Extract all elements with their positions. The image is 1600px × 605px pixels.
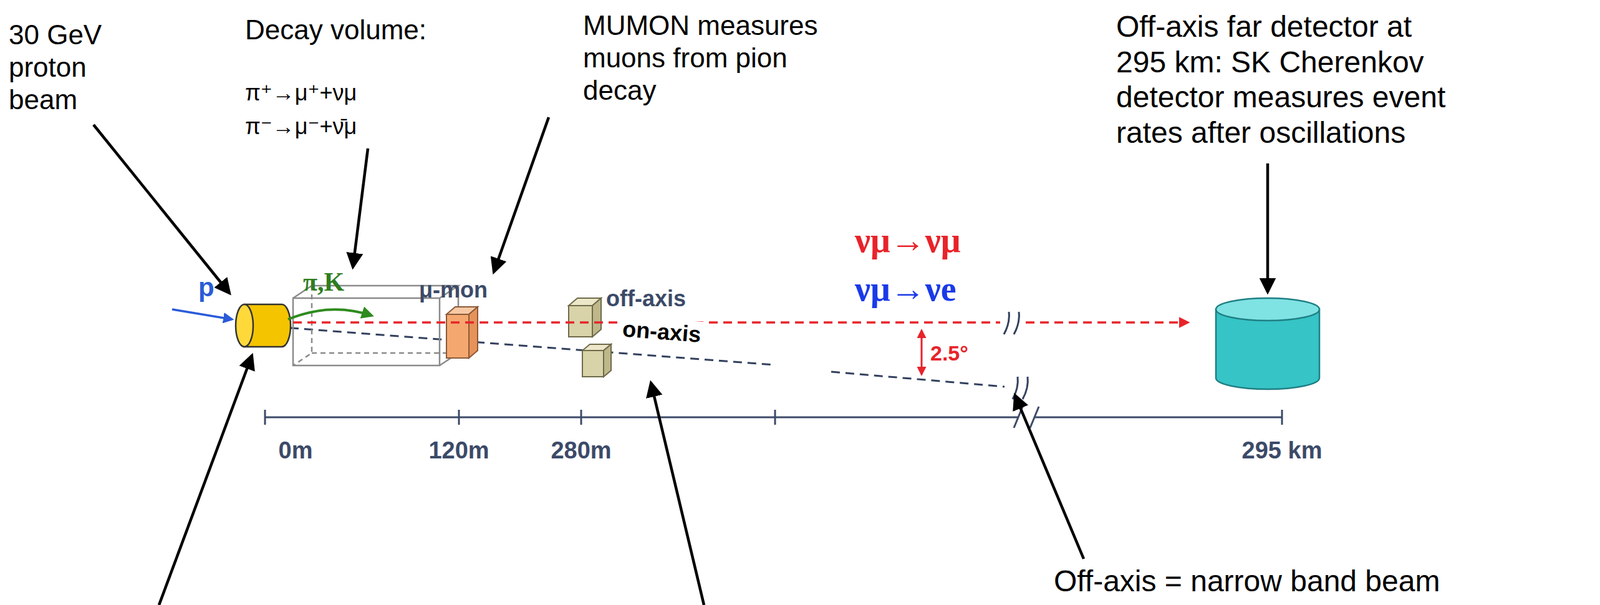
muon-monitor <box>446 306 478 358</box>
distance-axis <box>265 406 1282 428</box>
part-label: off-axis <box>606 285 686 312</box>
oscillation-label: νμ→νe <box>854 268 957 310</box>
far-detector-note: Off-axis far detector at 295 km: SK Cher… <box>1116 9 1466 151</box>
pion-arrow <box>288 309 372 320</box>
part-label: μ-mon <box>419 276 488 304</box>
decay-heading: Decay volume: <box>245 13 427 47</box>
target-cylinder <box>235 304 291 347</box>
distance-label: 120m <box>428 436 489 465</box>
part-label: on-axis <box>619 315 705 349</box>
super-k-cylinder <box>1215 298 1320 390</box>
beam-note: Off-axis = narrow band beam <box>1053 563 1440 600</box>
break-marks <box>1003 311 1028 400</box>
distance-label: 0m <box>278 436 314 465</box>
beam-line <box>293 321 1188 324</box>
mumon-note: MUMON measures muons from pion decay <box>583 9 839 107</box>
particle-label: p <box>198 271 215 304</box>
oscillation-label: νμ→νμ <box>854 219 961 261</box>
particle-label: π,K <box>303 266 345 299</box>
callout-arrows <box>93 117 1268 605</box>
angle-label: 2.5° <box>930 340 969 366</box>
angle-marker <box>920 330 923 375</box>
proton-arrow <box>172 309 232 320</box>
decay-formula: π⁺→μ⁺+νμ <box>245 79 357 107</box>
near-detector-off-axis <box>568 298 602 337</box>
beam-note: 30 GeV proton beam <box>8 18 115 116</box>
distance-label: 295 km <box>1242 436 1323 465</box>
distance-label: 280m <box>550 436 612 465</box>
decay-formula: π⁻→μ⁻+ν̄μ <box>245 113 357 140</box>
near-detector-on-axis <box>582 344 612 377</box>
